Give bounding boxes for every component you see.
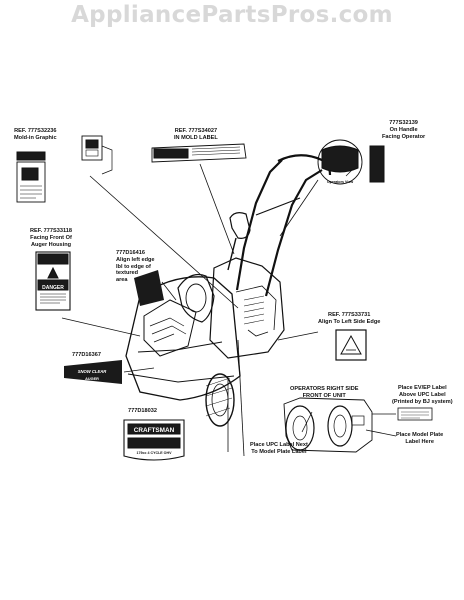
- callout-desc: Above UPC Label: [399, 391, 446, 398]
- auger-text: AUGER: [85, 377, 99, 381]
- callout-desc: Align To Left Side Edge: [318, 318, 381, 325]
- callout-desc: Place Model Plate: [396, 432, 444, 438]
- callout-mold-graphic: REF. 777S32236 Mold-in Graphic: [14, 128, 57, 142]
- chute-crank: [229, 212, 251, 239]
- callout-ref: REF. 777S32236: [14, 128, 57, 134]
- callout-ref: REF. 777S34027: [174, 128, 218, 134]
- callout-desc: FRONT OF UNIT: [302, 392, 346, 399]
- snow-clear-text: SNOW CLEAR: [78, 369, 107, 374]
- callout-desc: Facing Front Of: [30, 234, 72, 241]
- callout-desc: (Printed by BJ system): [392, 398, 453, 405]
- craftsman-decal: [123, 419, 185, 461]
- callout-model-plate: Place Model Plate Label Here: [396, 432, 443, 446]
- handle-left: [235, 159, 283, 291]
- callout-desc: Label Here: [405, 438, 434, 445]
- callout-ref: REF. 777S33731: [328, 312, 371, 318]
- callout-desc: Place UPC Label Next: [250, 442, 308, 448]
- chute: [177, 273, 215, 323]
- callout-ref: 777D16416: [116, 250, 145, 256]
- leader-lines: [61, 163, 397, 457]
- callout-upc: Place UPC Label Next To Model Plate Labe…: [250, 442, 308, 456]
- callout-left-side: REF. 777S33731 Align To Left Side Edge: [318, 312, 380, 326]
- craftsman-text: CRAFTSMAN: [134, 427, 175, 434]
- callout-desc: Align left edge: [116, 256, 155, 263]
- engine-body: [209, 257, 285, 359]
- callout-craftsman-decal: 777D18032: [128, 408, 157, 415]
- callout-handle: 777S32139 On Handle Facing Operator: [382, 120, 425, 140]
- callout-desc: IN MOLD LABEL: [174, 134, 218, 141]
- callout-desc: textured: [116, 270, 139, 277]
- callout-ref: REF. 777S33118: [30, 228, 72, 234]
- callout-desc: Facing Operator: [382, 133, 426, 140]
- callout-desc: lbl to edge of: [116, 263, 151, 270]
- callout-desc: OPERATORS RIGHT SIDE: [290, 386, 359, 392]
- callout-ref: 777S32139: [389, 120, 418, 126]
- callout-auger-decal: 777D16367: [72, 352, 101, 359]
- handle-right: [264, 169, 323, 297]
- handle-decal: [317, 139, 385, 185]
- callout-operators-side: OPERATORS RIGHT SIDE FRONT OF UNIT: [290, 386, 358, 400]
- auger-decal: [64, 360, 122, 384]
- callout-auger-housing: REF. 777S33118 Facing Front Of Auger Hou…: [30, 228, 72, 248]
- callout-ref: 777D18032: [128, 408, 157, 414]
- operators-view-text: Operators View: [327, 180, 354, 184]
- danger-decal-text: DANGER: [42, 285, 64, 291]
- callout-desc: On Handle: [389, 126, 418, 133]
- callout-desc: Mold-in Graphic: [14, 134, 57, 141]
- danger-decal: [35, 251, 71, 311]
- textured-area-decal: [134, 270, 164, 306]
- callout-desc: area: [116, 277, 128, 284]
- watermark: AppliancePartsPros.com: [71, 2, 393, 28]
- left-side-decal: [335, 329, 367, 361]
- inset-front-of-unit: [283, 397, 433, 453]
- engine-text: 179cc 4 CYCLE OHV: [137, 451, 173, 455]
- callout-ev-label: Place EV/EP Label Above UPC Label (Print…: [392, 385, 453, 405]
- callout-ref: 777D16367: [72, 352, 101, 358]
- callout-desc: Auger Housing: [30, 241, 72, 248]
- callout-textured: 777D16416 Align left edge lbl to edge of…: [116, 250, 155, 284]
- callout-in-mold-label: REF. 777S34027 IN MOLD LABEL: [174, 128, 218, 142]
- in-mold-label-decal: [151, 143, 247, 163]
- mold-in-graphic-decal: [16, 135, 113, 203]
- callout-desc: To Model Plate Label: [251, 448, 307, 455]
- callout-desc: Place EV/EP Label: [397, 385, 447, 391]
- wheel: [205, 373, 235, 427]
- auger: [143, 299, 197, 357]
